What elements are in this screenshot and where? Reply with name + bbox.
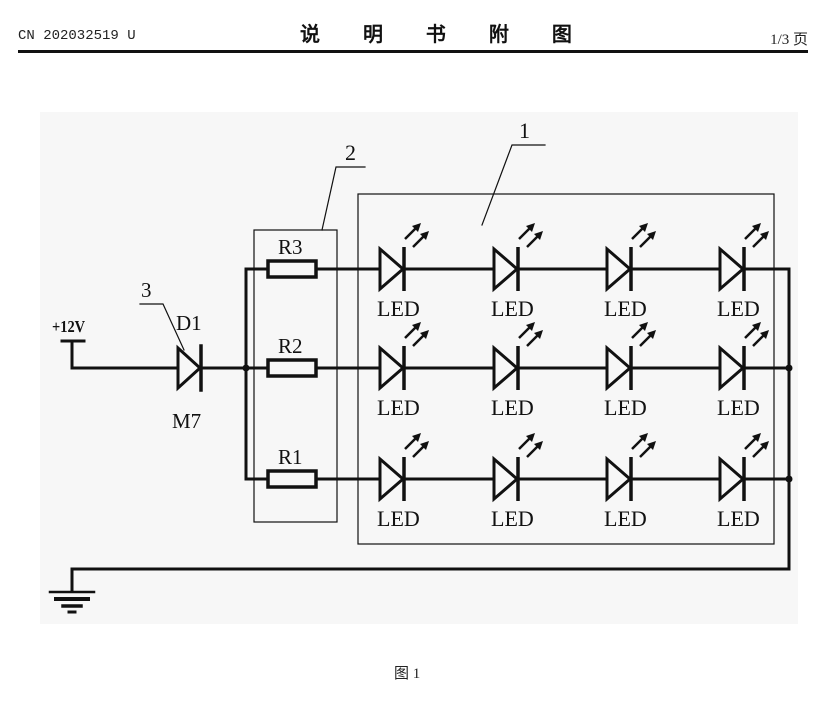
led-label: LED [491,296,534,321]
led-icon [718,433,769,503]
led-icon [492,223,543,293]
led-label: LED [604,506,647,531]
led-icon [378,322,429,392]
diode-ref-label: D1 [176,311,202,335]
resistor-icon [266,259,318,279]
led-label: LED [491,506,534,531]
led-icon [718,223,769,293]
led-icon [605,223,656,293]
led-label: LED [377,296,420,321]
page-header: CN 202032519 U 说 明 书 附 图 1/3 页 [0,0,820,60]
led-label: LED [491,395,534,420]
figure-caption: 图 1 [394,666,421,682]
document-title: 说 明 书 附 图 [300,22,590,46]
led-label: LED [717,296,760,321]
led-icon [492,433,543,503]
callout-1-leader [481,144,546,226]
ground-icon [48,590,96,614]
callout-2: 2 [345,140,356,165]
diode-d1-icon [176,344,203,392]
led-icon [492,322,543,392]
supply-label: +12V [52,318,86,336]
led-label: LED [377,395,420,420]
led-label: LED [717,395,760,420]
callout-3: 3 [141,278,152,302]
resistor-icon [266,469,318,489]
resistor-group-box [253,229,338,523]
callout-1: 1 [519,118,530,143]
resistor-label: R2 [278,334,303,358]
diode-part-label: M7 [172,409,201,433]
led-label: LED [717,506,760,531]
led-label: LED [604,296,647,321]
led-icon [718,322,769,392]
page-number: 1/3 页 [770,32,808,48]
resistor-label: R1 [278,445,303,469]
led-icon [378,223,429,293]
led-label: LED [604,395,647,420]
led-label: LED [377,506,420,531]
led-icon [605,322,656,392]
publication-number: CN 202032519 U [18,28,136,44]
callout-3-leader [139,303,185,351]
led-icon [378,433,429,503]
resistor-icon [266,358,318,378]
header-rule [18,50,808,53]
resistor-label: R3 [278,235,303,259]
led-icon [605,433,656,503]
callout-2-leader [321,166,366,231]
